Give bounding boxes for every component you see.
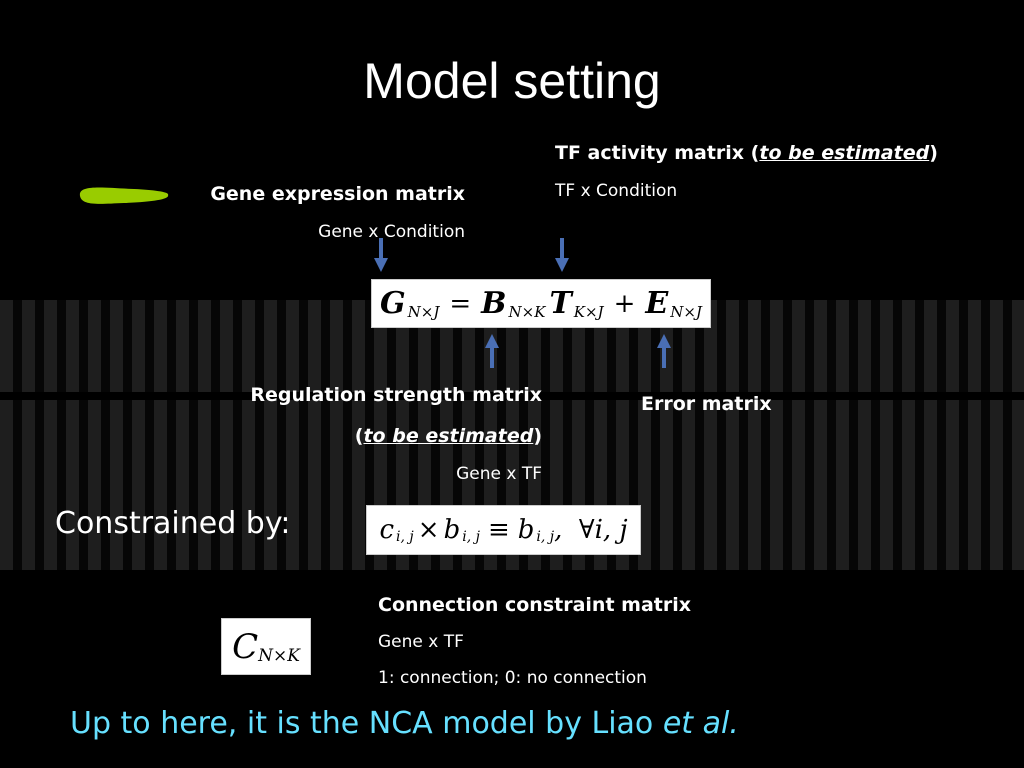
tf-activity-emphasis: to be estimated — [759, 142, 930, 164]
arrow-down-icon — [555, 238, 569, 272]
arrow-down-icon — [374, 238, 388, 272]
tf-activity-dims: TF x Condition — [555, 181, 678, 201]
connection-dims: Gene x TF — [378, 632, 464, 652]
footer-note: Up to here, it is the NCA model by Liao … — [70, 706, 739, 741]
slide-title: Model setting — [363, 53, 661, 109]
connection-legend: 1: connection; 0: no connection — [378, 668, 647, 688]
arrow-up-icon — [485, 334, 499, 368]
regulation-dims: Gene x TF — [456, 464, 542, 484]
constrained-label: Constrained by: — [55, 506, 291, 541]
regulation-label: Regulation strength matrix — [250, 384, 542, 406]
error-label: Error matrix — [641, 393, 772, 415]
regulation-estimated: (to be estimated) — [354, 425, 542, 447]
arrow-up-icon — [657, 334, 671, 368]
tf-activity-label: TF activity matrix (to be estimated) — [555, 142, 938, 164]
gene-expression-label: Gene expression matrix — [210, 183, 465, 205]
connection-label: Connection constraint matrix — [378, 594, 691, 616]
highlighter-mark — [79, 187, 169, 204]
gene-expression-dims: Gene x Condition — [318, 222, 465, 242]
